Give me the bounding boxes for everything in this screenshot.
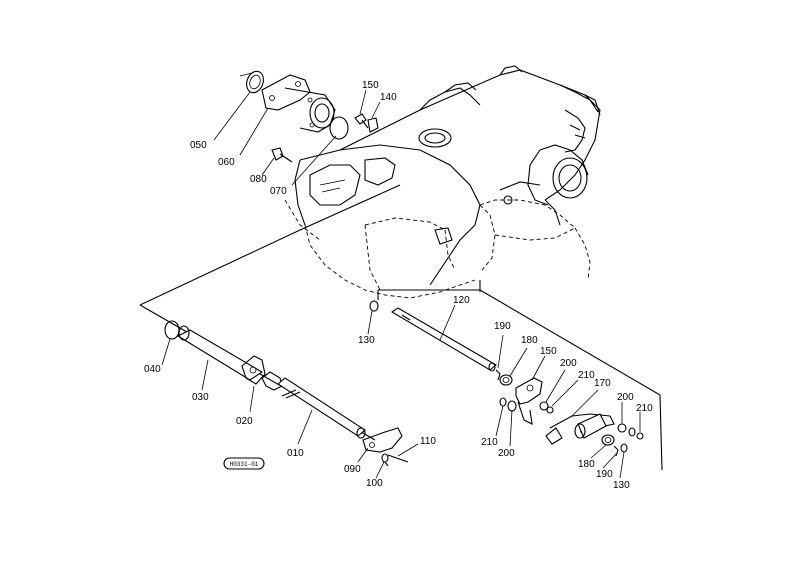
upper-case-parts bbox=[246, 70, 379, 163]
part-label-070: 070 bbox=[270, 186, 287, 197]
part-label-180-upper: 180 bbox=[521, 335, 538, 346]
part-label-190-lower: 190 bbox=[596, 469, 613, 480]
part-label-180-lower: 180 bbox=[578, 459, 595, 470]
part-label-050: 050 bbox=[190, 140, 207, 151]
part-label-080: 080 bbox=[250, 174, 267, 185]
part-label-210-left: 210 bbox=[481, 437, 498, 448]
part-label-190-upper: 190 bbox=[494, 321, 511, 332]
part-label-100: 100 bbox=[366, 478, 383, 489]
part-label-170: 170 bbox=[594, 378, 611, 389]
reference-tag: H0331-01 bbox=[223, 457, 265, 470]
part-label-110: 110 bbox=[420, 436, 436, 447]
part-label-150-upper: 150 bbox=[362, 80, 379, 91]
part-label-090: 090 bbox=[344, 464, 361, 475]
part-label-140: 140 bbox=[380, 92, 397, 103]
middle-shaft bbox=[369, 300, 497, 372]
part-label-060: 060 bbox=[218, 157, 235, 168]
lower-shaft-assembly bbox=[164, 320, 409, 467]
part-label-210-upper: 210 bbox=[578, 370, 595, 381]
part-label-020: 020 bbox=[236, 416, 253, 427]
transmission-housing bbox=[284, 65, 601, 299]
reference-code: H0331-01 bbox=[230, 461, 259, 468]
part-label-150-lower: 150 bbox=[540, 346, 557, 357]
part-labels: 050 060 080 070 150 140 120 130 040 030 … bbox=[144, 80, 653, 491]
part-label-200-right: 200 bbox=[617, 392, 634, 403]
part-label-040: 040 bbox=[144, 364, 161, 375]
part-label-130-lower: 130 bbox=[613, 480, 630, 491]
part-label-200-left: 200 bbox=[498, 448, 515, 459]
part-label-030: 030 bbox=[192, 392, 209, 403]
part-label-210-right: 210 bbox=[636, 403, 653, 414]
leader-lines bbox=[161, 72, 641, 479]
right-linkage-parts bbox=[495, 369, 644, 457]
part-label-200-upper: 200 bbox=[560, 358, 577, 369]
part-label-120: 120 bbox=[453, 295, 470, 306]
part-label-010: 010 bbox=[287, 448, 304, 459]
part-label-130-upper: 130 bbox=[358, 335, 375, 346]
